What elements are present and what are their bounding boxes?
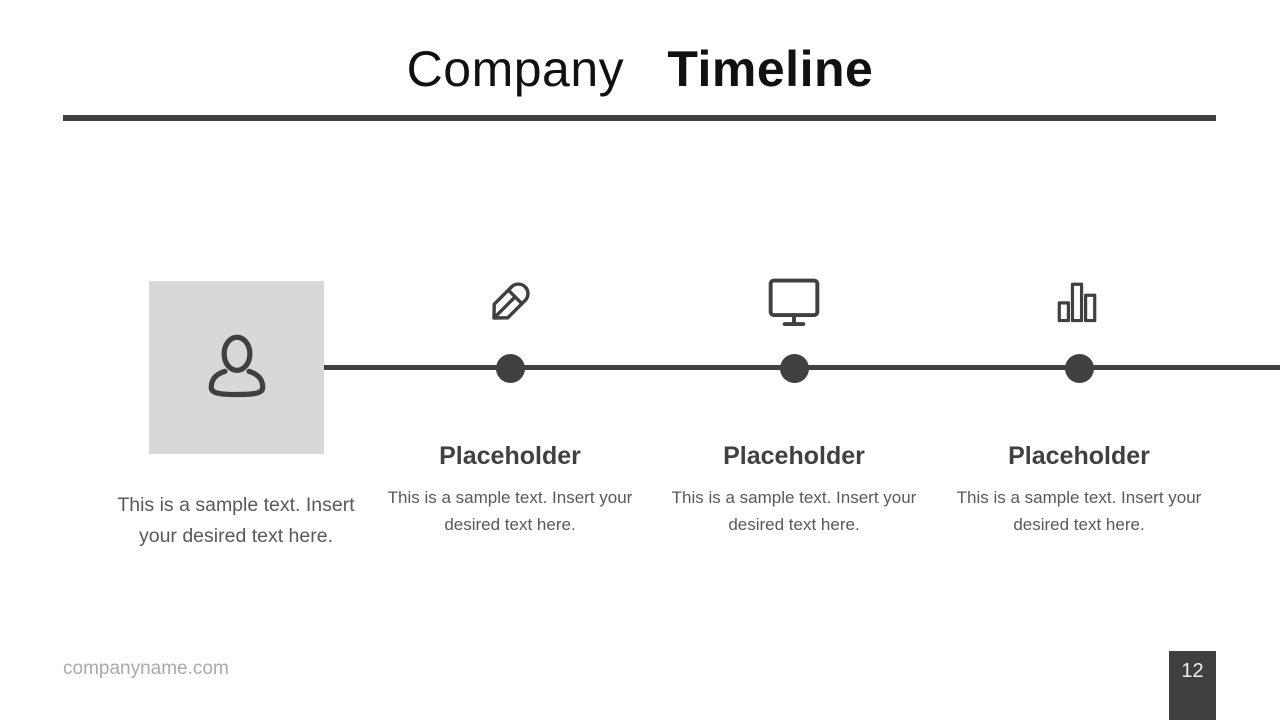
timeline-dot-4 bbox=[1065, 354, 1094, 383]
milestone-2-heading: Placeholder bbox=[439, 442, 581, 470]
timeline-dot-3 bbox=[780, 354, 809, 383]
milestone-1-image-box bbox=[149, 281, 324, 454]
timeline-dot-2 bbox=[496, 354, 525, 383]
page-number-box: 12 bbox=[1169, 651, 1216, 720]
pencil-icon bbox=[480, 272, 540, 332]
milestone-3-heading: Placeholder bbox=[723, 442, 865, 470]
page-title-regular: Company bbox=[406, 41, 625, 97]
page-title-bold: Timeline bbox=[667, 41, 874, 97]
milestone-4-heading: Placeholder bbox=[1008, 442, 1150, 470]
monitor-icon bbox=[764, 272, 824, 332]
milestone-2-body: This is a sample text. Insert your desir… bbox=[387, 488, 633, 534]
person-icon bbox=[195, 324, 279, 412]
footer-website: companyname.com bbox=[63, 658, 229, 679]
milestone-4-body: This is a sample text. Insert your desir… bbox=[956, 488, 1202, 534]
page-number: 12 bbox=[1181, 660, 1204, 682]
page-title-space bbox=[639, 41, 653, 97]
title-divider bbox=[63, 115, 1216, 121]
bar-chart-icon bbox=[1047, 272, 1107, 332]
milestone-1-body: This is a sample text. Insert your desir… bbox=[117, 494, 355, 547]
milestone-3-body: This is a sample text. Insert your desir… bbox=[671, 488, 917, 534]
page-title: Company Timeline bbox=[0, 40, 1280, 98]
